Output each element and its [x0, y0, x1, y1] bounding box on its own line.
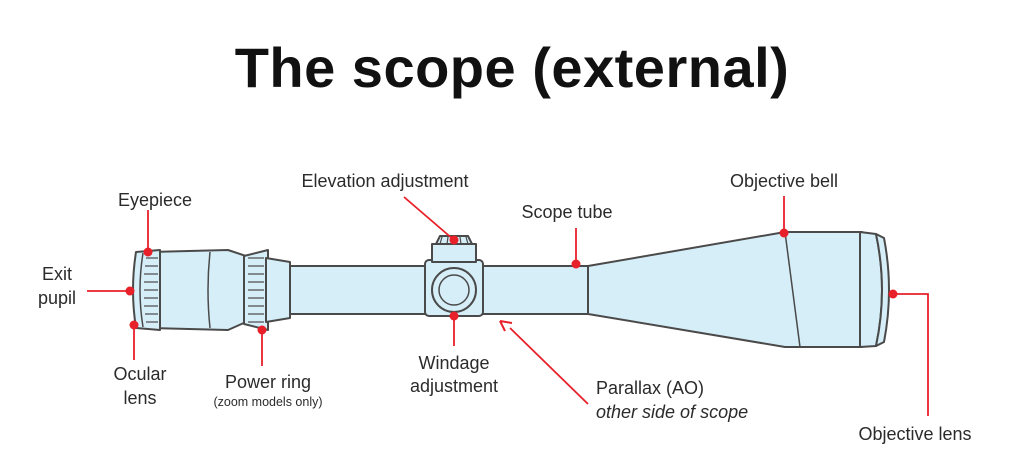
- label-elevation: Elevation adjustment: [301, 171, 468, 191]
- label-scope-tube: Scope tube: [521, 202, 612, 222]
- label-ocular-line1: Ocular: [113, 364, 166, 384]
- eyepiece-housing: [149, 249, 247, 331]
- page-title: The scope (external): [234, 36, 790, 99]
- label-power-ring: Power ring: [225, 372, 311, 392]
- label-objective-bell: Objective bell: [730, 171, 838, 191]
- label-exit-pupil-line1: Exit: [42, 264, 72, 284]
- label-parallax: Parallax (AO): [596, 378, 704, 398]
- label-windage-line2: adjustment: [410, 376, 498, 396]
- elevation-turret: [431, 243, 477, 263]
- label-windage-line1: Windage: [418, 353, 489, 373]
- label-parallax-note: other side of scope: [596, 402, 748, 422]
- callout-lines: [87, 196, 929, 416]
- label-ocular-line2: lens: [123, 388, 156, 408]
- label-objective-lens: Objective lens: [858, 424, 971, 444]
- label-eyepiece: Eyepiece: [118, 190, 192, 210]
- label-power-ring-note: (zoom models only): [213, 395, 322, 409]
- callout-dots: [125, 228, 898, 335]
- parallax-arrow: [499, 320, 513, 332]
- objective-bell-shape: [587, 231, 863, 348]
- label-exit-pupil-line2: pupil: [38, 288, 76, 308]
- scope-body: [132, 231, 890, 348]
